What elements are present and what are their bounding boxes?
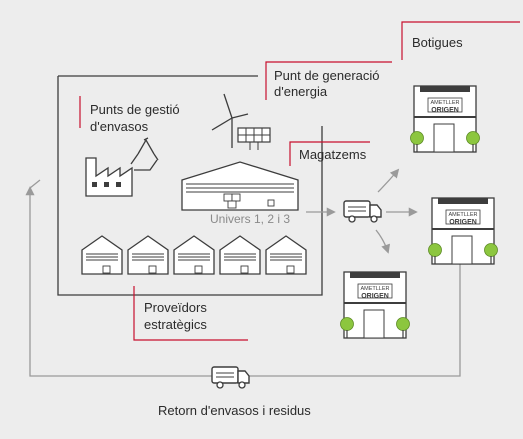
label-punts-gestio-2: d'envasos — [90, 119, 149, 134]
label-retorn: Retorn d'envasos i residus — [158, 403, 311, 418]
label-punt-generacio-2: d'energia — [274, 84, 328, 99]
return-arrow-tip — [29, 179, 41, 189]
supplier-warehouse-icon — [219, 235, 261, 275]
flow-arrow — [375, 229, 391, 254]
label-univers: Univers 1, 2 i 3 — [210, 212, 291, 226]
label-punts-gestio-1: Punts de gestió — [90, 102, 180, 117]
store-sign-line2: ORIGEN — [449, 219, 477, 226]
store-sign-line2: ORIGEN — [361, 293, 389, 300]
wind-turbine-icon — [211, 93, 249, 148]
warehouse-icon — [181, 161, 299, 211]
label-proveidors-1: Proveïdors — [144, 300, 207, 315]
label-botigues: Botigues — [412, 35, 463, 50]
factory-icon — [85, 157, 133, 197]
return-truck-icon — [211, 366, 250, 389]
flow-arrow — [377, 168, 400, 193]
store-icon — [427, 197, 499, 265]
label-magatzems: Magatzems — [299, 147, 367, 162]
callout-proveidors — [133, 286, 248, 341]
recycle-icon — [130, 137, 159, 171]
supplier-warehouse-icon — [127, 235, 169, 275]
store-sign-line2: ORIGEN — [431, 107, 459, 114]
main-enclosure — [57, 76, 323, 296]
store-sign-line1: AMETLLER — [430, 100, 459, 106]
supplier-warehouse-icon — [173, 235, 215, 275]
solar-panel-icon — [237, 127, 271, 150]
supplier-warehouse-icon — [265, 235, 307, 275]
store-sign-line1: AMETLLER — [360, 286, 389, 292]
callout-magatzems — [289, 141, 370, 166]
store-icon — [339, 271, 411, 339]
supplier-warehouse-icon — [81, 235, 123, 275]
label-proveidors-2: estratègics — [144, 317, 207, 332]
store-sign-line1: AMETLLER — [448, 212, 477, 218]
callout-botigues — [401, 21, 520, 60]
callout-energia — [265, 61, 392, 100]
store-icon — [409, 85, 481, 153]
truck-icon — [343, 200, 382, 223]
label-punt-generacio-1: Punt de generació — [274, 68, 380, 83]
